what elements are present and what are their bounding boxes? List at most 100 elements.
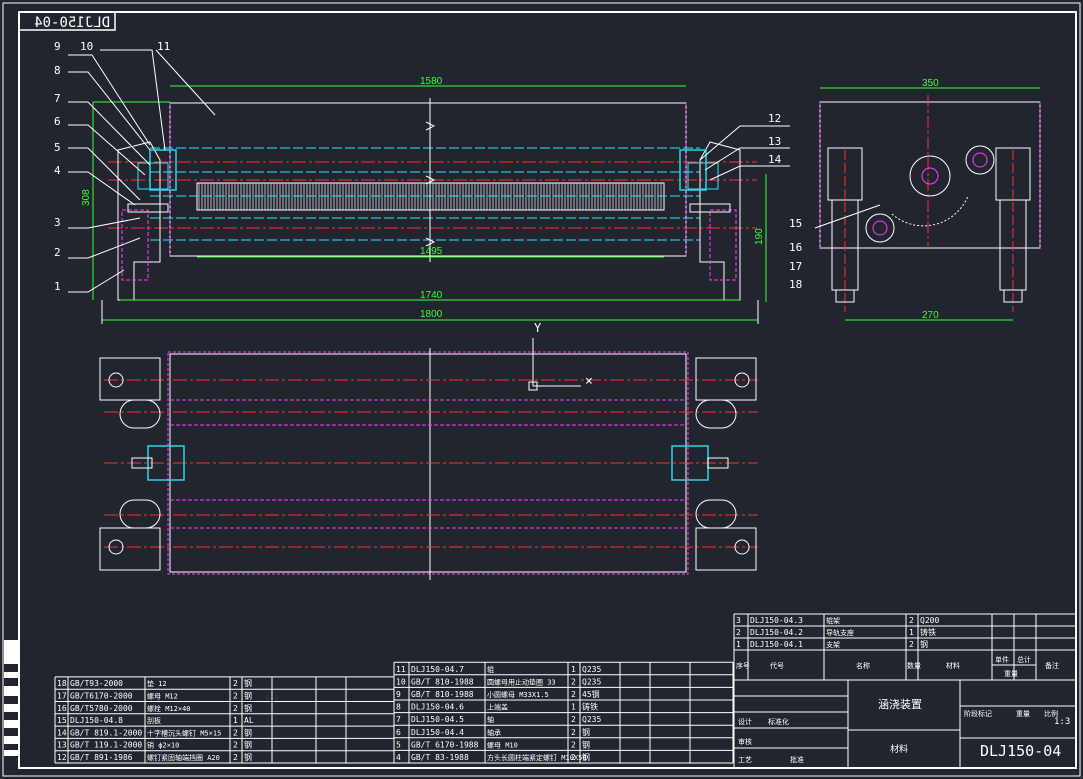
bom-qty: 2: [909, 640, 914, 649]
svg-text:2: 2: [54, 246, 61, 259]
bom-code: GB/T 891-1986: [70, 753, 133, 762]
svg-text:12: 12: [768, 112, 781, 125]
bom-qty: 2: [571, 740, 576, 749]
bom-mat: 铸铁: [920, 627, 936, 637]
bom-code: GB/T 83-1988: [411, 753, 469, 762]
bom-no: 18: [57, 679, 67, 688]
svg-text:13: 13: [768, 135, 781, 148]
svg-text:350: 350: [922, 78, 939, 89]
bom-name: 方头长圆柱端紧定螺钉 M10X50: [487, 753, 587, 762]
bom-mat: 钢: [244, 703, 252, 713]
bom-code: DLJ150-04.2: [750, 628, 803, 637]
svg-text:1495: 1495: [420, 246, 443, 257]
bom-header-mat: 材料: [946, 661, 960, 670]
bom-qty: 2: [233, 728, 238, 737]
bom-mat: 钢: [582, 727, 590, 737]
bom-no: 2: [736, 628, 741, 637]
svg-text:14: 14: [768, 153, 782, 166]
bom-code: GB/T93-2000: [70, 679, 123, 688]
bom-qty: 2: [233, 704, 238, 713]
svg-text:6: 6: [54, 115, 61, 128]
bom-name: 圆螺母用止动垫圈 33: [487, 677, 556, 686]
svg-text:1:3: 1:3: [1054, 717, 1070, 727]
svg-text:1580: 1580: [420, 76, 443, 87]
bom-mat: 钢: [582, 752, 590, 762]
bom-qty: 2: [233, 741, 238, 750]
bom-no: 15: [57, 716, 67, 725]
bom-name: 导轨支座: [826, 628, 854, 637]
bom-mat: 钢: [582, 739, 590, 749]
axis-x-label: ×: [585, 374, 593, 389]
bom-qty: 1: [233, 716, 238, 725]
bom-header-note: 备注: [1045, 661, 1059, 670]
bom-mat: 45钢: [582, 689, 600, 699]
svg-text:270: 270: [922, 310, 939, 321]
bom-code: DLJ150-04.8: [70, 716, 123, 725]
svg-text:4: 4: [54, 164, 61, 177]
bom-name: 轴承: [487, 728, 501, 737]
bom-mat: 钢: [244, 691, 252, 701]
bom-mat: Q235: [582, 715, 601, 724]
bom-name: 辊: [487, 665, 494, 674]
svg-text:308: 308: [81, 189, 92, 206]
bom-name: 垫 12: [147, 679, 167, 688]
svg-text:1800: 1800: [420, 309, 443, 320]
svg-text:1: 1: [54, 280, 61, 293]
svg-text:DLJ150-04: DLJ150-04: [980, 742, 1061, 760]
svg-text:Y: Y: [534, 321, 542, 335]
side-view: 350 270: [814, 78, 1041, 321]
bom-no: 7: [396, 715, 401, 724]
svg-text:比例: 比例: [1044, 709, 1058, 718]
bom-name: 支架: [826, 640, 840, 649]
svg-text:5: 5: [54, 141, 61, 154]
bom-name: 螺栓 M12×40: [147, 704, 191, 713]
bom-mat: 钢: [244, 740, 252, 750]
svg-text:9: 9: [54, 40, 61, 53]
bom-no: 9: [396, 690, 401, 699]
svg-text:重量: 重量: [1016, 710, 1030, 718]
bom-code: DLJ150-04.7: [411, 665, 464, 674]
svg-text:标准化: 标准化: [768, 717, 789, 726]
svg-text:阶段标记: 阶段标记: [964, 709, 992, 718]
bom-name: 螺母 M10: [487, 740, 518, 749]
bom-qty: 1: [909, 628, 914, 637]
bom-no: 8: [396, 703, 401, 712]
bom-no: 5: [396, 740, 401, 749]
bom-header-w1: 单件: [995, 655, 1009, 664]
bom-no: 12: [57, 753, 67, 762]
bom-code: DLJ150-04.6: [411, 703, 464, 712]
sheet-frame-inner: [18, 11, 1077, 769]
bom-mat: 钢: [244, 752, 252, 762]
bom-mat: Q235: [582, 677, 601, 686]
bom-header-w2: 总计: [1017, 655, 1031, 664]
bom-code: DLJ150-04.4: [411, 728, 464, 737]
svg-text:审核: 审核: [738, 737, 752, 746]
front-view: 1 2 3 4 5 6 7 8 9 10 11 12 13 14 15 16 1…: [54, 40, 802, 324]
bom-header-code: 代号: [770, 661, 784, 670]
bom-header-w3: 重量: [1004, 670, 1018, 678]
bom-qty: 1: [571, 703, 576, 712]
svg-text:17: 17: [789, 260, 802, 273]
bom-no: 1: [736, 640, 741, 649]
svg-text:11: 11: [157, 40, 170, 53]
bom-code: GB/T 6170-1988: [411, 740, 479, 749]
bom-qty: 1: [571, 665, 576, 674]
title-block: 涵浇装置 材料 1:3 DLJ150-04 设计 审核 工艺 标准化 批准 阶段…: [733, 679, 1077, 769]
bom-mat: 铸铁: [582, 702, 598, 712]
bom-code: GB/T 119.1-2000: [70, 741, 142, 750]
bom-no: 13: [57, 741, 67, 750]
bom-mat: 钢: [244, 678, 252, 688]
svg-text:1740: 1740: [420, 290, 443, 301]
bom-name: 辊架: [826, 616, 840, 625]
bom-name: 小圆螺母 M33X1.5: [487, 690, 549, 699]
bom-header-qty: 数量: [907, 661, 921, 670]
bom-qty: 2: [571, 753, 576, 762]
bom-qty: 2: [571, 677, 576, 686]
bom-name: 螺钉紧固轴端挡圈 A20: [147, 753, 220, 762]
bom-name: 螺母 M12: [147, 692, 178, 701]
svg-text:材料: 材料: [890, 743, 908, 755]
